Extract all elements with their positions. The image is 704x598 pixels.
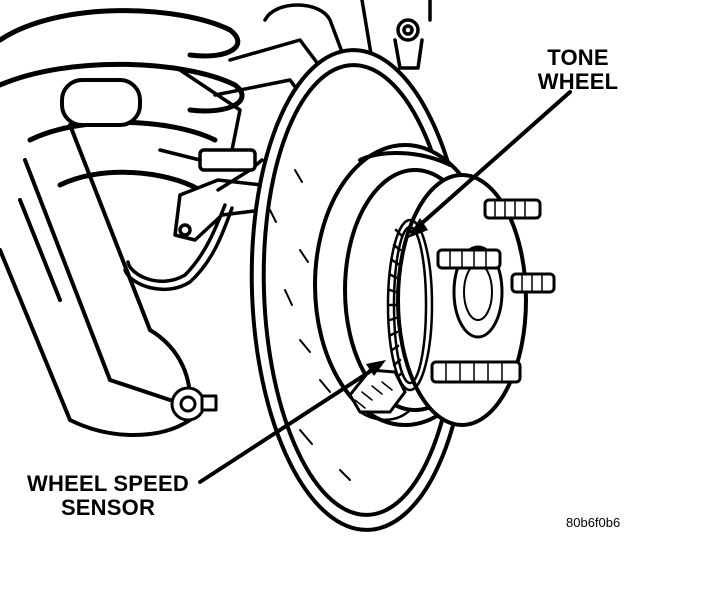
stud-bottom [430, 360, 522, 384]
wheel-speed-sensor-label-line2: SENSOR [60, 495, 156, 520]
wheel-studs [430, 198, 556, 384]
figure-id: 80b6f0b6 [566, 515, 621, 530]
tone-wheel-leader [410, 90, 572, 234]
tone-wheel-label-line1: TONE [547, 45, 609, 70]
sensor-leader [198, 363, 382, 484]
wheel-speed-sensor-label: WHEEL SPEED SENSOR [10, 472, 206, 520]
leader-lines [198, 90, 572, 484]
tone-wheel-label: TONE WHEEL [528, 46, 628, 94]
tone-wheel [386, 218, 434, 392]
lower-mount-bolt [170, 386, 218, 422]
stud-left [436, 248, 502, 270]
sensor-arrowhead [366, 360, 386, 376]
stud-right [510, 272, 556, 294]
tone-wheel-arrowhead [408, 218, 428, 238]
sensor-cable [123, 148, 264, 292]
tone-wheel-label-line2: WHEEL [537, 69, 619, 94]
wheel-speed-sensor-label-line1: WHEEL SPEED [27, 471, 189, 496]
shock-absorber [0, 78, 192, 437]
stud-top [483, 198, 542, 220]
